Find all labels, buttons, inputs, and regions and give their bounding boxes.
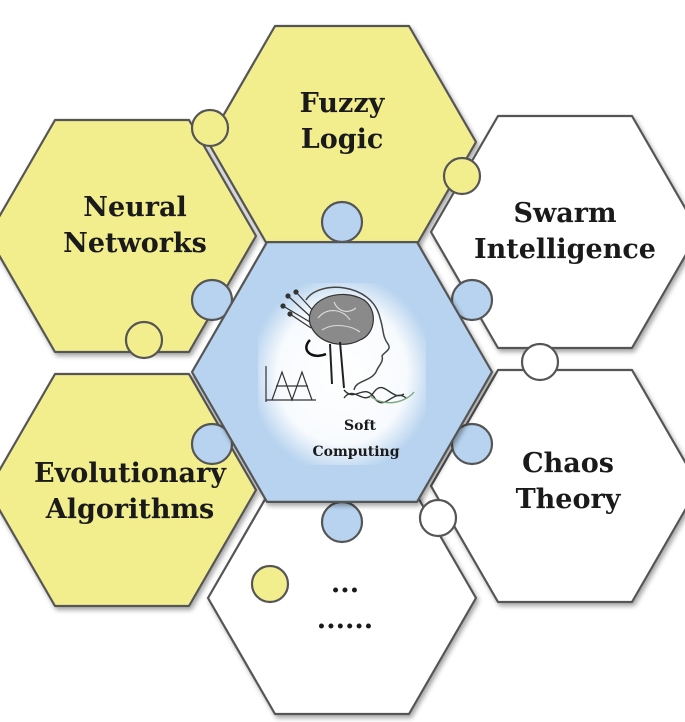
center-hexagon: Soft Computing [190,200,494,544]
tile-label-fuzzy-logic-1: Fuzzy [300,88,386,119]
tile-label-more-methods-2: ...... [317,604,373,635]
tile-label-fuzzy-logic-2: Logic [301,124,384,155]
center-knob [190,422,234,466]
puzzle-knob [190,108,230,148]
puzzle-knob [442,156,482,196]
tile-label-neural-networks-2: Networks [63,228,207,259]
tile-label-evolutionary-algorithms-2: Algorithms [45,494,214,525]
center-knob [450,422,494,466]
center-knob [450,278,494,322]
center-knob [320,500,364,544]
center-label-line1: Soft [344,418,376,434]
tile-shape-swarm-intelligence [429,114,685,350]
puzzle-knob [520,342,560,382]
center-knob [320,200,364,244]
tile-label-swarm-intelligence-1: Swarm [513,198,616,229]
puzzle-knob [250,564,290,604]
brain-head-icon [265,286,415,404]
tile-label-evolutionary-algorithms-1: Evolutionary [34,458,227,489]
tile-shape-evolutionary-algorithms [0,372,258,608]
tile-more-methods: ......... [206,480,478,716]
puzzle-knob [124,320,164,360]
tile-shape-chaos-theory [429,368,685,604]
tile-label-chaos-theory-2: Theory [516,484,622,515]
tile-label-swarm-intelligence-2: Intelligence [474,234,656,265]
tile-label-more-methods-1: ... [331,568,359,599]
puzzle-knob [418,498,458,538]
tile-label-neural-networks-1: Neural [83,192,186,223]
center-knob [190,278,234,322]
tile-label-chaos-theory-1: Chaos [522,448,614,479]
center-label-line2: Computing [312,444,399,460]
